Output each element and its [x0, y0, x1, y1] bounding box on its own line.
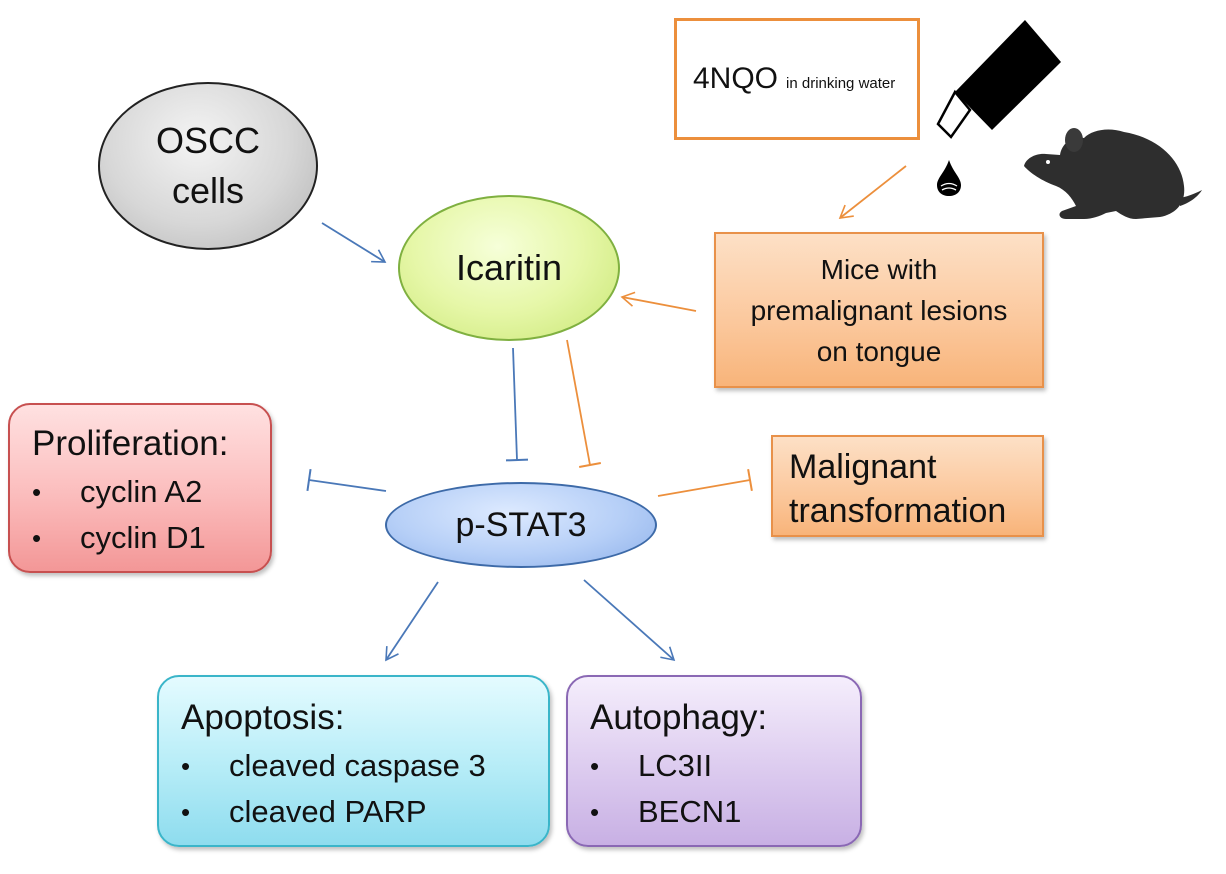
autophagy-box: Autophagy: • LC3II • BECN1 — [566, 675, 862, 847]
proliferation-title: Proliferation: — [32, 424, 229, 463]
bullet-icon: • — [181, 751, 191, 781]
mice-label-line3: on tongue — [816, 335, 942, 367]
pstat3-node: p-STAT3 — [385, 482, 657, 568]
inhibit-icaritin-to-pstat3-orange — [566, 339, 601, 468]
list-item-label: cleaved caspase 3 — [229, 748, 486, 783]
nqo-treatment-box: 4NQO in drinking water — [674, 18, 920, 140]
oscc-label-line1: OSCC — [155, 120, 260, 161]
list-item: • cyclin A2 — [32, 469, 270, 515]
autophagy-list: • LC3II • BECN1 — [590, 743, 860, 835]
mice-lesions-box: Mice with premalignant lesions on tongue — [714, 232, 1044, 388]
bullet-icon: • — [590, 751, 600, 781]
malignant-transformation-box: Malignant transformation — [771, 435, 1044, 537]
apoptosis-title: Apoptosis: — [181, 698, 345, 737]
icaritin-node: Icaritin — [398, 195, 620, 341]
list-item-label: cyclin A2 — [80, 474, 203, 509]
proliferation-list: • cyclin A2 • cyclin D1 — [32, 469, 270, 561]
list-item-label: LC3II — [638, 748, 713, 783]
apoptosis-list: • cleaved caspase 3 • cleaved PARP — [181, 743, 548, 835]
arrow-oscc-to-icaritin — [321, 222, 387, 263]
malignant-label-line1: Malignant — [789, 448, 937, 486]
mice-label-line1: Mice with — [820, 253, 938, 285]
list-item: • cyclin D1 — [32, 515, 270, 561]
bullet-icon: • — [32, 477, 42, 507]
bullet-icon: • — [32, 523, 42, 553]
list-item-label: BECN1 — [638, 794, 742, 829]
inhibit-pstat3-to-malignant — [657, 468, 753, 497]
mice-label-line2: premalignant lesions — [750, 294, 1008, 326]
icaritin-label: Icaritin — [455, 247, 563, 288]
autophagy-title: Autophagy: — [590, 698, 768, 737]
oscc-cells-node: OSCC cells — [98, 82, 318, 250]
list-item: • cleaved PARP — [181, 789, 548, 835]
oscc-label-line2: cells — [171, 170, 244, 211]
mouse-icon — [1024, 128, 1202, 219]
list-item-label: cyclin D1 — [80, 520, 206, 555]
malignant-label-line2: transformation — [789, 492, 1007, 530]
arrow-pstat3-to-apoptosis — [385, 581, 439, 662]
list-item-label: cleaved PARP — [229, 794, 427, 829]
proliferation-box: Proliferation: • cyclin A2 • cyclin D1 — [8, 403, 272, 573]
list-item: • cleaved caspase 3 — [181, 743, 548, 789]
dropper-icon — [936, 20, 1061, 139]
nqo-sub-label: in drinking water — [786, 74, 896, 92]
nqo-main-label: 4NQO — [693, 62, 779, 95]
arrow-pstat3-to-autophagy — [583, 579, 676, 662]
bullet-icon: • — [181, 797, 191, 827]
list-item: • BECN1 — [590, 789, 860, 835]
list-item: • LC3II — [590, 743, 860, 789]
inhibit-icaritin-to-pstat3-blue — [505, 347, 529, 462]
arrow-mice-to-icaritin — [620, 291, 697, 312]
arrow-nqo-to-mice — [838, 165, 907, 219]
drop-icon — [937, 160, 961, 196]
bullet-icon: • — [590, 797, 600, 827]
pstat3-label: p-STAT3 — [455, 505, 587, 544]
apoptosis-box: Apoptosis: • cleaved caspase 3 • cleaved P… — [157, 675, 550, 847]
inhibit-pstat3-to-proliferation — [306, 468, 387, 492]
